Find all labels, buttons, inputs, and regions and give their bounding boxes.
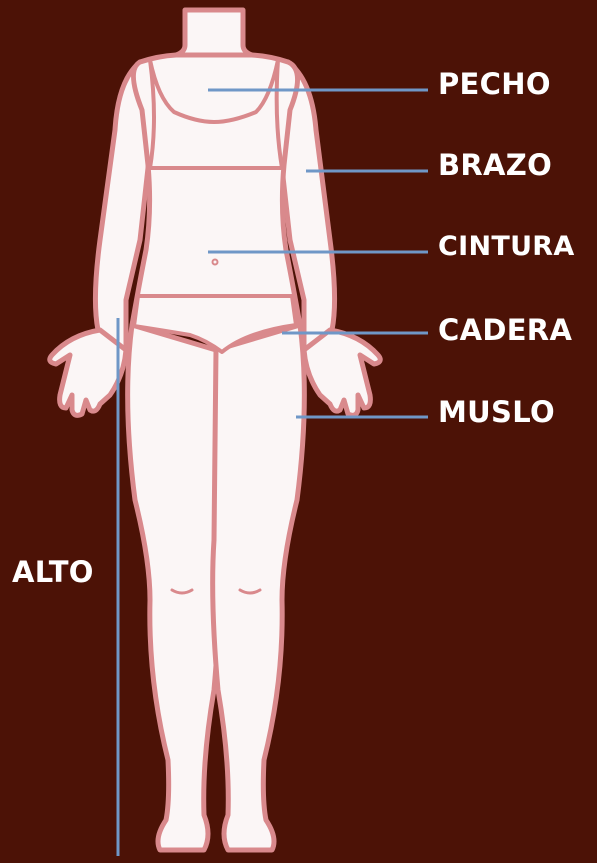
female-body-figure [50,10,381,850]
label-height: ALTO [12,558,94,587]
right-hand [304,330,380,415]
neck [176,10,252,55]
label-thigh: MUSLO [438,398,555,427]
label-chest: PECHO [438,70,551,99]
label-arm: BRAZO [438,151,552,180]
label-waist: CINTURA [438,233,575,260]
left-hand [50,330,126,415]
left-leg [128,325,220,850]
navel [213,260,218,265]
right-leg [213,325,305,850]
label-hip: CADERA [438,316,572,345]
